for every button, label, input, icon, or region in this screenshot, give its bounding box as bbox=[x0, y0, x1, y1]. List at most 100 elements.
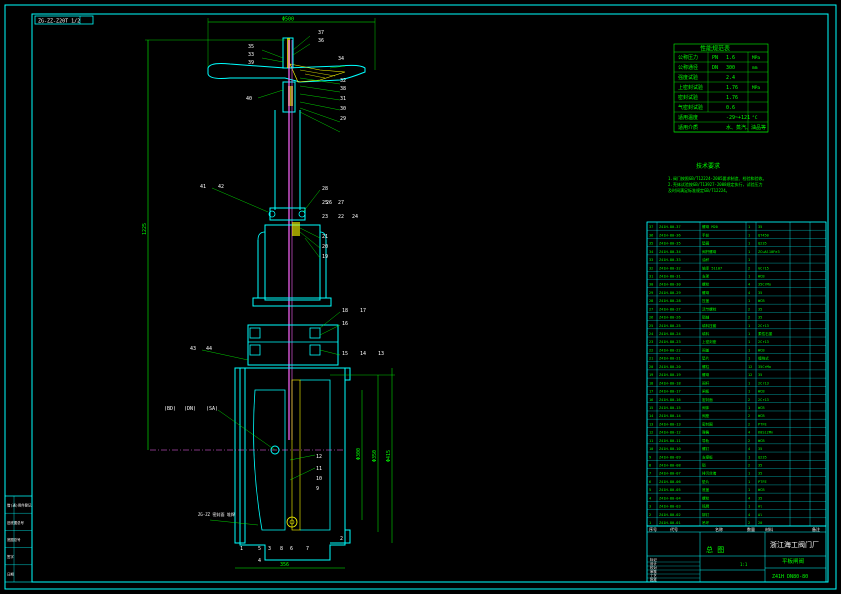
company-name: 浙江海工阀门厂 bbox=[770, 540, 819, 549]
bom-row-no: 7 bbox=[649, 472, 651, 476]
bom-row-name: 支撑板 bbox=[702, 454, 713, 459]
bom-row-qty: 1 bbox=[748, 381, 750, 385]
bom-row-qty: 1 bbox=[748, 275, 750, 279]
revision-row-label: 标记 bbox=[650, 557, 657, 562]
bom-row-qty: 1 bbox=[748, 233, 750, 237]
bom-row-material: 35 bbox=[758, 463, 762, 467]
bom-row-code: Z41H-80-34 bbox=[659, 250, 681, 254]
part-label: 1 bbox=[240, 546, 243, 552]
bom-row-material: 35 bbox=[758, 373, 762, 377]
bom-row-qty: 4 bbox=[748, 447, 750, 451]
revision-row-label: 设计 bbox=[650, 561, 657, 566]
part-label: 39 bbox=[248, 60, 254, 66]
revision-row-label: 校对 bbox=[650, 565, 657, 570]
part-label: 4 bbox=[258, 558, 261, 564]
bom-row-qty: 1 bbox=[748, 324, 750, 328]
part-label: 8 bbox=[280, 546, 283, 552]
bom-row-material: GCr15 bbox=[758, 266, 769, 270]
bom-row-material: WCB bbox=[758, 439, 765, 443]
part-label: 33 bbox=[248, 52, 254, 58]
part-label: 26 bbox=[326, 200, 332, 206]
bom-row-qty: 1 bbox=[748, 225, 750, 229]
part-label: 43 bbox=[190, 346, 196, 352]
bom-row-name: 手轮 bbox=[702, 232, 710, 237]
bom-row-material: QT450 bbox=[758, 233, 769, 237]
legend-note-sa: (SA) bbox=[206, 406, 218, 412]
part-leader-lines bbox=[201, 35, 346, 526]
bom-row-qty: 1 bbox=[748, 472, 750, 476]
bom-row-name: 垫片 bbox=[702, 356, 710, 361]
bom-row-qty: 1 bbox=[748, 488, 750, 492]
bom-row-qty: 1 bbox=[748, 406, 750, 410]
bom-row-code: Z41H-80-18 bbox=[659, 381, 681, 385]
bom-row-name: 螺母 M20 bbox=[702, 224, 718, 229]
part-label: 14 bbox=[360, 351, 366, 357]
bom-row-material: PTFE bbox=[758, 422, 767, 426]
bom-row-code: Z41H-80-08 bbox=[659, 463, 681, 467]
part-label: 44 bbox=[206, 346, 212, 352]
bom-row-qty: 4 bbox=[748, 291, 750, 295]
bom-row-code: Z41H-80-27 bbox=[659, 307, 681, 311]
bom-row-name: 螺母 bbox=[702, 290, 710, 295]
bonnet-flange bbox=[247, 324, 339, 366]
bom-row-name: 销轴 bbox=[702, 315, 710, 320]
bom-row-no: 22 bbox=[649, 348, 653, 352]
part-label: 29 bbox=[340, 116, 346, 122]
bom-row-no: 27 bbox=[649, 307, 653, 311]
bom-row-no: 3 bbox=[649, 505, 651, 509]
bom-column-header: 备注 bbox=[812, 526, 820, 532]
bom-row-name: 填料 bbox=[702, 331, 710, 336]
bom-row-no: 35 bbox=[649, 242, 653, 246]
bom-row-qty: 2 bbox=[748, 422, 750, 426]
part-number-labels: 37 36 35 34 33 32 39 38 31 30 29 40 28 2… bbox=[190, 30, 384, 564]
bom-row-material: 20 bbox=[758, 521, 762, 525]
side-strip-label: 旧底图总号 bbox=[7, 520, 25, 525]
bom-row-code: Z41H-80-25 bbox=[659, 324, 681, 328]
part-label: 19 bbox=[322, 254, 328, 260]
bom-row-code: Z41H-80-20 bbox=[659, 365, 681, 369]
bom-row-no: 23 bbox=[649, 340, 653, 344]
bom-row-code: Z41H-80-33 bbox=[659, 258, 681, 262]
bom-row-name: 阀体 bbox=[702, 405, 710, 410]
spec-row-unit: °C bbox=[752, 115, 758, 121]
bom-row-material: ZCuAl10Fe3 bbox=[758, 250, 780, 254]
part-label: 25 bbox=[322, 200, 328, 206]
bom-row-no: 28 bbox=[649, 299, 653, 303]
bom-row-material: 35 bbox=[758, 472, 762, 476]
part-label: 35 bbox=[248, 44, 254, 50]
bom-row-no: 4 bbox=[649, 496, 651, 500]
spec-row-label: 上密封试验 bbox=[678, 84, 703, 91]
revision-row-label: 审核 bbox=[650, 569, 657, 574]
bom-row-qty: 2 bbox=[748, 414, 750, 418]
bom-row-code: Z41H-80-30 bbox=[659, 283, 681, 287]
bom-row-name: 导轨 bbox=[702, 438, 710, 443]
bom-row-no: 20 bbox=[649, 365, 653, 369]
legend-note-dn: (DN) bbox=[184, 406, 196, 412]
part-label: 30 bbox=[340, 106, 346, 112]
bom-row-no: 5 bbox=[649, 488, 651, 492]
bom-row-no: 11 bbox=[649, 439, 653, 443]
bom-row-code: Z41H-80-35 bbox=[659, 242, 681, 246]
tech-req-line: 1.阀门按照GB/T12224-2005要求制造、检验和验收。 bbox=[668, 175, 767, 181]
bom-row-code: Z41H-80-23 bbox=[659, 340, 681, 344]
part-label: 5 bbox=[258, 546, 261, 552]
bom-row-code: Z41H-80-16 bbox=[659, 398, 681, 402]
bom-row-qty: 1 bbox=[748, 299, 750, 303]
tech-req-title: 技术要求 bbox=[696, 162, 720, 170]
body-flange-left bbox=[234, 367, 246, 544]
bom-row-name: 弹簧 bbox=[702, 430, 710, 435]
part-label: 36 bbox=[318, 38, 324, 44]
bom-row-material: 2Cr13 bbox=[758, 340, 769, 344]
bom-row-no: 16 bbox=[649, 398, 653, 402]
part-label: 12 bbox=[316, 454, 322, 460]
bom-row-no: 36 bbox=[649, 233, 653, 237]
side-strip-label: 签字 bbox=[7, 554, 14, 559]
side-strip-label: 日期 bbox=[7, 571, 14, 576]
bom-row-name: 销 bbox=[702, 462, 706, 467]
bom-row-name: 支架 bbox=[702, 274, 710, 279]
handwheel-outline bbox=[207, 63, 366, 83]
bom-row-qty: 2 bbox=[748, 521, 750, 525]
part-label: 3 bbox=[268, 546, 271, 552]
drawing-number: Z41H DN80-80 bbox=[772, 574, 808, 580]
